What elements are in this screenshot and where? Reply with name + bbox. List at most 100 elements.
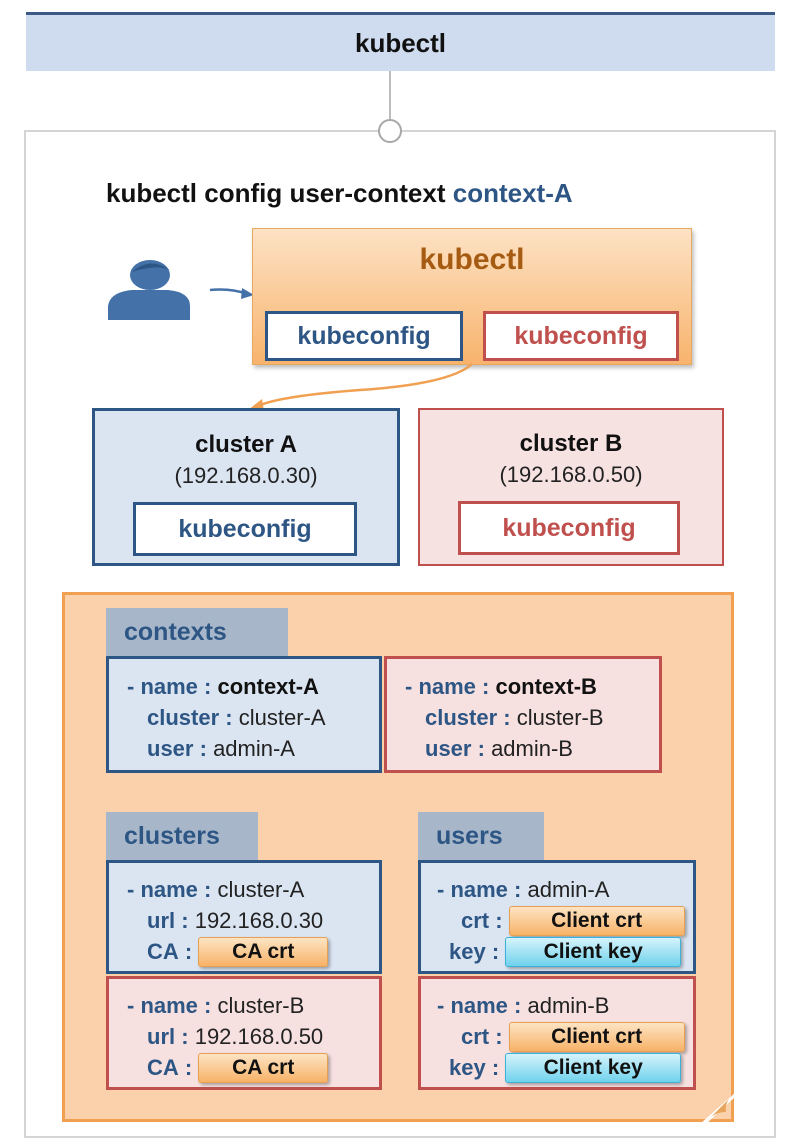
- user-a-name-row: - name : admin-A: [437, 874, 693, 905]
- cluster-a-name: cluster A: [195, 431, 297, 458]
- separator: :: [204, 993, 212, 1018]
- user-a-client-crt-badge: Client crt: [508, 905, 685, 936]
- context-b-name-row: - name : context-B: [405, 671, 659, 702]
- context-a-user-value: admin-A: [213, 736, 295, 761]
- top-kubectl-header: kubectl: [26, 12, 775, 71]
- cluster-b-name: cluster B: [519, 430, 623, 457]
- command-target-context: context-A: [452, 178, 573, 208]
- cluster-b-url-row: url : 192.168.0.50: [127, 1021, 379, 1052]
- url-key: url: [147, 1024, 176, 1049]
- separator: :: [204, 877, 212, 902]
- cluster-b-entry-card: - name : cluster-B url : 192.168.0.50 CA…: [106, 976, 382, 1090]
- user-b-name-row: - name : admin-B: [437, 990, 693, 1021]
- context-b-user-value: admin-B: [491, 736, 573, 761]
- kubectl-kubeconfig-a: kubeconfig: [265, 311, 463, 361]
- cluster-a-name-row: - name : cluster-A: [127, 874, 379, 905]
- user-a-name-value: admin-A: [527, 877, 610, 902]
- cluster-a-ca-crt-badge: CA crt: [198, 936, 329, 967]
- curved-arrow-icon: [248, 363, 473, 411]
- key-key: key: [449, 1055, 486, 1080]
- separator: :: [495, 1024, 503, 1049]
- user-a-crt-row: crt : Client crt: [437, 905, 693, 936]
- user-b-name-value: admin-B: [527, 993, 610, 1018]
- cluster-a-name-value: cluster-A: [217, 877, 305, 902]
- name-key: - name: [127, 674, 198, 699]
- top-kubectl-label: kubectl: [354, 27, 447, 58]
- name-key: - name: [437, 993, 508, 1018]
- user-b-client-crt-badge: Client crt: [508, 1021, 685, 1052]
- key-key: key: [449, 939, 486, 964]
- context-a-card: - name : context-A cluster : cluster-A u…: [106, 656, 382, 773]
- crt-key: crt: [461, 908, 490, 933]
- context-b-user-row: user : admin-B: [405, 733, 659, 764]
- context-b-cluster-value: cluster-B: [516, 705, 604, 730]
- cluster-a-url-value: 192.168.0.30: [194, 908, 324, 933]
- separator: :: [225, 705, 233, 730]
- user-a-entry-card: - name : admin-A crt : Client crt key : …: [418, 860, 696, 974]
- kubectl-kubeconfig-b: kubeconfig: [483, 311, 679, 361]
- separator: :: [495, 908, 503, 933]
- contexts-section-label: contexts: [106, 608, 288, 656]
- separator: :: [181, 1024, 189, 1049]
- cluster-a-box: cluster A (192.168.0.30) kubeconfig: [92, 408, 400, 566]
- cluster-b-name-row: - name : cluster-B: [127, 990, 379, 1021]
- ca-key: CA: [147, 939, 179, 964]
- user-b-crt-row: crt : Client crt: [437, 1021, 693, 1052]
- separator: :: [491, 939, 500, 964]
- cluster-b-ip: (192.168.0.50): [499, 462, 643, 487]
- cluster-key: cluster: [425, 705, 498, 730]
- separator: :: [514, 877, 522, 902]
- connector-circle-icon: [378, 119, 402, 143]
- kubectl-box: kubectl kubeconfig kubeconfig: [252, 228, 692, 365]
- cluster-a-ca-row: CA : CA crt: [127, 936, 379, 967]
- user-key: user: [147, 736, 194, 761]
- user-a-key-row: key : Client key: [437, 936, 693, 967]
- cluster-a-kubeconfig: kubeconfig: [133, 502, 357, 556]
- context-b-card: - name : context-B cluster : cluster-B u…: [384, 656, 662, 773]
- separator: :: [503, 705, 511, 730]
- command-text: kubectl config user-context context-A: [106, 178, 573, 209]
- separator: :: [199, 736, 207, 761]
- separator: :: [477, 736, 485, 761]
- url-key: url: [147, 908, 176, 933]
- user-key: user: [425, 736, 472, 761]
- separator: :: [491, 1055, 500, 1080]
- cluster-a-entry-card: - name : cluster-A url : 192.168.0.30 CA…: [106, 860, 382, 974]
- cluster-a-url-row: url : 192.168.0.30: [127, 905, 379, 936]
- context-a-user-row: user : admin-A: [127, 733, 379, 764]
- name-key: - name: [127, 877, 198, 902]
- context-a-name-value: context-A: [217, 674, 319, 699]
- ca-key: CA: [147, 1055, 179, 1080]
- context-a-name-row: - name : context-A: [127, 671, 379, 702]
- crt-key: crt: [461, 1024, 490, 1049]
- cluster-b-url-value: 192.168.0.50: [194, 1024, 324, 1049]
- context-b-cluster-row: cluster : cluster-B: [405, 702, 659, 733]
- separator: :: [184, 1055, 193, 1080]
- page-fold-icon: [700, 1092, 736, 1124]
- separator: :: [482, 674, 490, 699]
- context-a-cluster-value: cluster-A: [238, 705, 326, 730]
- separator: :: [181, 908, 189, 933]
- user-b-client-key-badge: Client key: [505, 1052, 682, 1083]
- cluster-b-ca-crt-badge: CA crt: [198, 1052, 329, 1083]
- kubectl-box-title: kubectl: [419, 243, 525, 276]
- user-icon: [108, 260, 190, 320]
- cluster-key: cluster: [147, 705, 220, 730]
- separator: :: [184, 939, 193, 964]
- arrow-right-icon: [209, 288, 254, 299]
- clusters-section-label: clusters: [106, 812, 258, 860]
- separator: :: [514, 993, 522, 1018]
- name-key: - name: [127, 993, 198, 1018]
- header-connector-line: [389, 71, 391, 121]
- cluster-b-kubeconfig: kubeconfig: [458, 501, 680, 555]
- name-key: - name: [405, 674, 476, 699]
- separator: :: [204, 674, 212, 699]
- user-b-entry-card: - name : admin-B crt : Client crt key : …: [418, 976, 696, 1090]
- cluster-a-ip: (192.168.0.30): [174, 463, 318, 488]
- context-b-name-value: context-B: [495, 674, 597, 699]
- user-b-key-row: key : Client key: [437, 1052, 693, 1083]
- user-a-client-key-badge: Client key: [505, 936, 682, 967]
- name-key: - name: [437, 877, 508, 902]
- cluster-b-ca-row: CA : CA crt: [127, 1052, 379, 1083]
- cluster-b-name-value: cluster-B: [217, 993, 305, 1018]
